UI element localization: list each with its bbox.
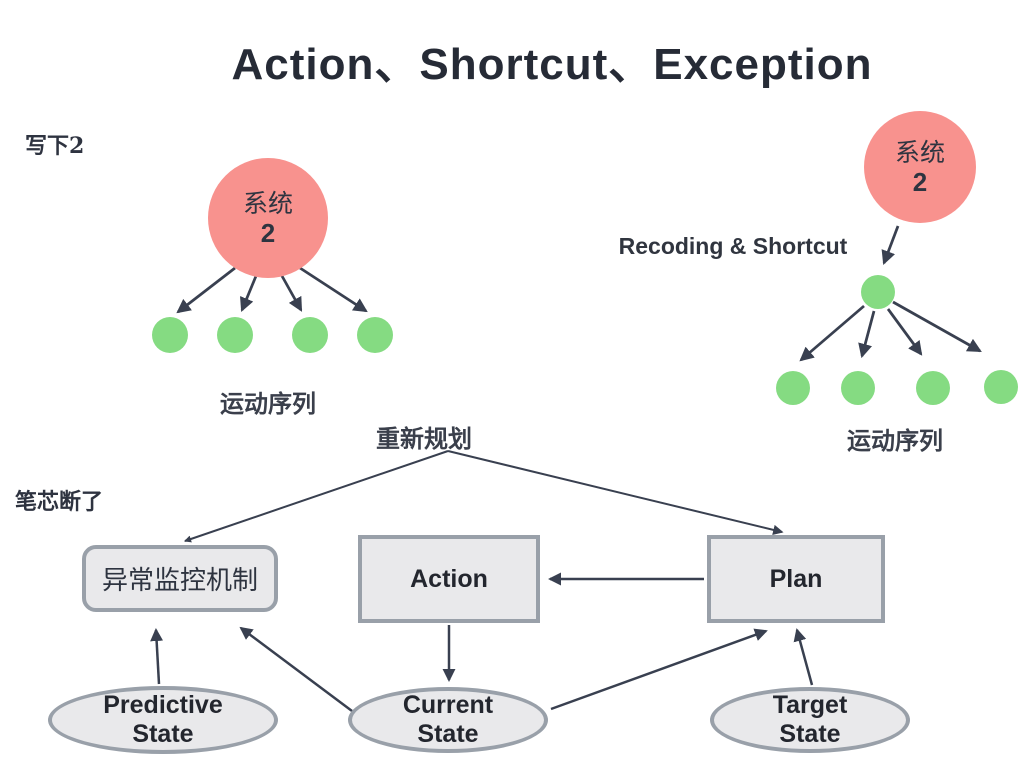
page-title: Action、Shortcut、Exception [231,40,873,89]
replan-label: 重新规划 [376,424,472,453]
right-motor-sequence-label: 运动序列 [847,426,943,455]
arrow-predictive-to-monitor [150,628,164,685]
arrow-left-sys-to-motor-2 [240,275,258,312]
predictive-state-line2: State [132,720,194,748]
arrow-shortcut-to-motor-4 [892,300,982,353]
arrow-replan-to-plan [447,450,784,535]
arrow-left-sys-to-motor-1 [176,266,236,314]
current-state-line2: State [417,720,479,748]
arrow-right-sys-to-shortcut [881,225,900,266]
right-system2-node: 系统 2 [864,111,976,223]
plan-box: Plan [707,535,885,623]
target-state-ellipse: Target State [710,687,910,753]
left-system2-label: 系统 [242,189,293,218]
target-state-line2: State [779,720,841,748]
arrow-shortcut-to-motor-2 [858,310,876,359]
left-motor-node-4 [357,317,393,353]
current-state-ellipse: Current State [348,687,548,753]
right-system2-number: 2 [912,167,928,197]
arrow-left-sys-to-motor-4 [299,266,368,313]
monitor-box: 异常监控机制 [82,545,278,612]
current-state-line1: Current [402,691,494,719]
shortcut-motor-node [861,275,895,309]
predictive-state-line1: Predictive [103,691,223,719]
right-system2-label: 系统 [894,138,945,167]
right-motor-node-4 [984,370,1018,404]
recoding-shortcut-label: Recoding & Shortcut [618,233,848,259]
arrow-shortcut-to-motor-3 [886,308,923,356]
predictive-state-ellipse: Predictive State [48,686,278,754]
right-motor-node-2 [841,371,875,405]
target-state-line1: Target [772,691,848,719]
annotation-write-down: 写下2 [25,133,85,159]
left-system2-number: 2 [260,218,276,248]
annotation-pen-break: 笔芯断了 [15,489,104,515]
left-system2-node: 系统 2 [208,158,328,278]
right-motor-node-1 [776,371,810,405]
arrow-current-to-plan [550,628,768,711]
arrow-left-sys-to-motor-3 [280,275,303,312]
arrow-shortcut-to-motor-1 [799,304,865,362]
arrow-target-to-plan [793,628,814,686]
right-motor-node-3 [916,371,950,405]
arrow-current-to-monitor [239,626,353,713]
left-motor-node-1 [152,317,188,353]
left-motor-node-3 [292,317,328,353]
action-box: Action [358,535,540,623]
left-motor-sequence-label: 运动序列 [220,389,316,418]
arrow-replan-to-monitor [183,450,449,543]
left-motor-node-2 [217,317,253,353]
